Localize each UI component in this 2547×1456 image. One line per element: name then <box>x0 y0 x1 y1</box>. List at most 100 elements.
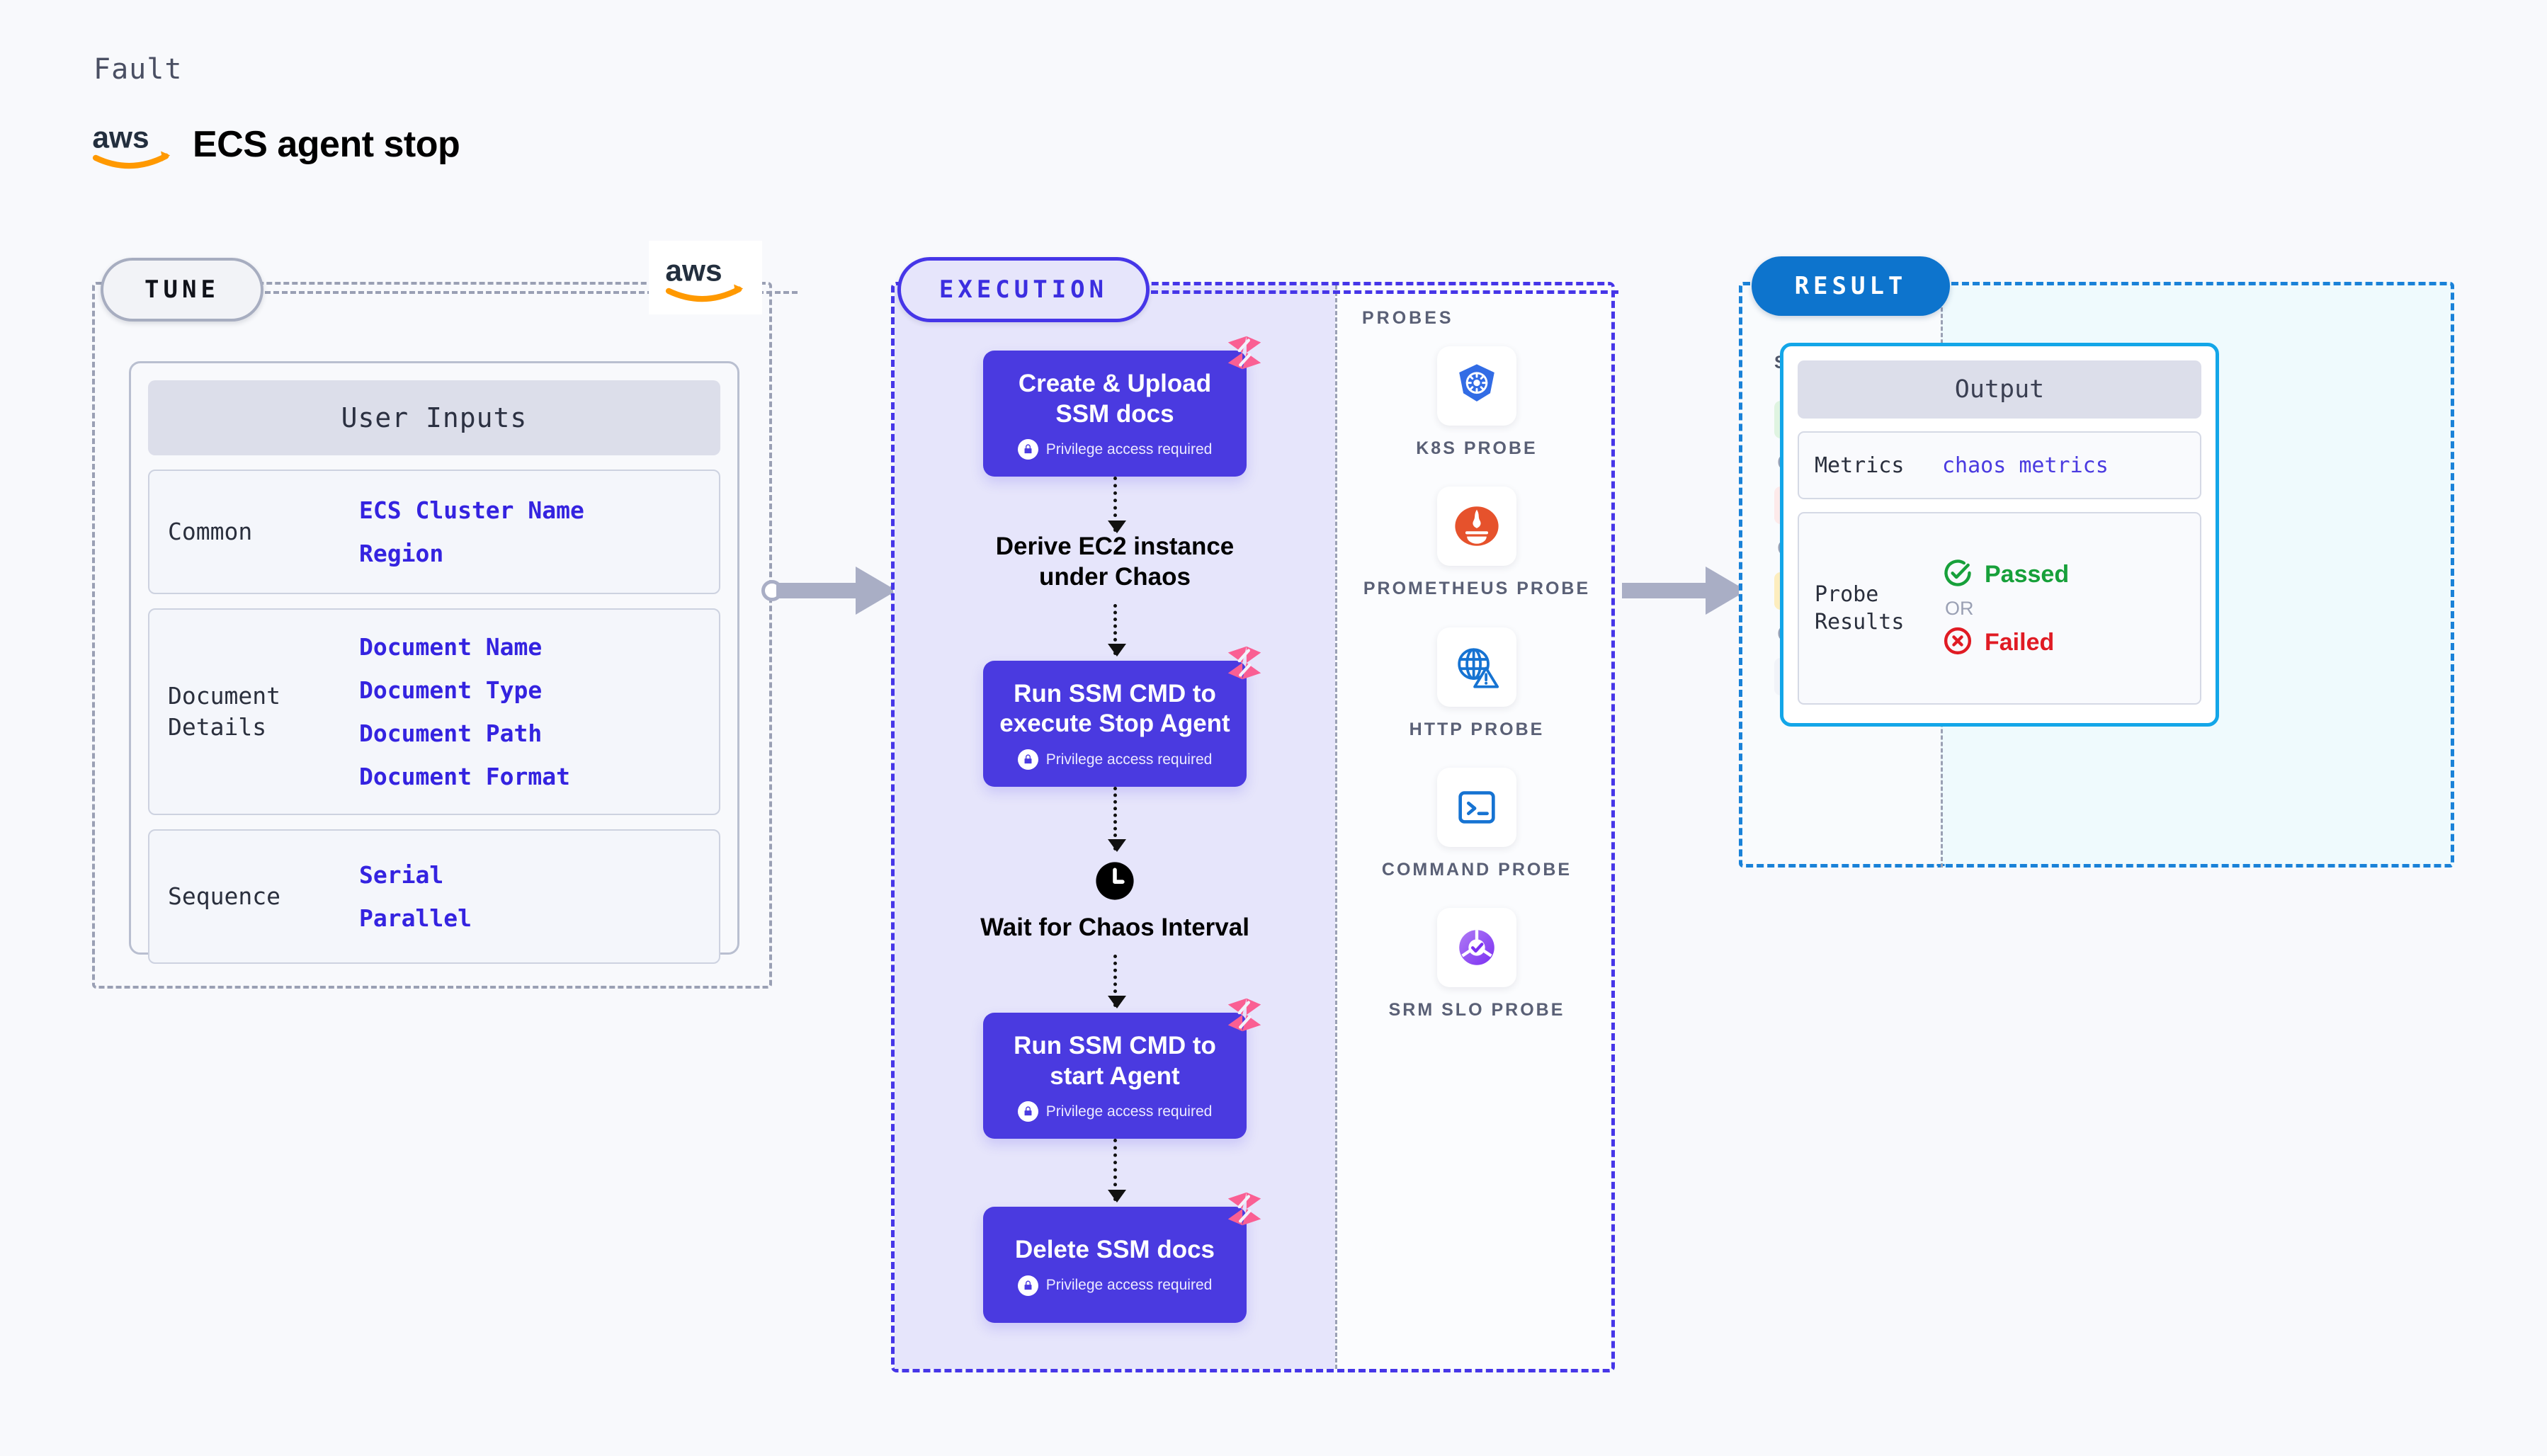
execution-flow: Create & Upload SSM docs Privilege acces… <box>895 336 1335 1323</box>
probe-item-prometheus[interactable]: PROMETHEUS PROBE <box>1335 487 1618 601</box>
arrow-tune-to-execution <box>761 567 911 615</box>
tune-panel: TUNE aws User Inputs Common ECS Cluster … <box>92 241 798 989</box>
terminal-icon <box>1437 767 1516 847</box>
execution-step-create-upload-ssm-docs[interactable]: Create & Upload SSM docs Privilege acces… <box>983 336 1261 477</box>
execution-step-delete-ssm-docs[interactable]: Delete SSM docs Privilege access require… <box>983 1192 1261 1323</box>
step-title: Delete SSM docs <box>1014 1236 1215 1264</box>
tune-pill[interactable]: TUNE <box>101 258 263 322</box>
privilege-text: Privilege access required <box>1045 440 1213 457</box>
harness-chaos-icon <box>1224 332 1265 373</box>
input-value[interactable]: Document Path <box>359 720 543 747</box>
execution-step-wait-for-chaos-interval: Wait for Chaos Interval <box>966 860 1264 943</box>
probe-item-http[interactable]: HTTP PROBE <box>1335 627 1618 742</box>
user-inputs-title: User Inputs <box>148 380 720 455</box>
tune-connector-line <box>265 291 798 294</box>
metrics-label: Metrics <box>1815 453 1905 478</box>
lock-icon <box>1017 749 1038 770</box>
page-title-row: aws ECS agent stop <box>91 119 460 170</box>
step-title: Run SSM CMD to start Agent <box>1014 1031 1216 1090</box>
probe-label: COMMAND PROBE <box>1381 859 1572 880</box>
probe-result-failed: Failed <box>1942 625 2069 660</box>
probe-label: SRM SLO PROBE <box>1388 1000 1565 1020</box>
lock-icon <box>1017 1275 1038 1296</box>
svg-text:aws: aws <box>665 255 722 288</box>
step-title: Wait for Chaos Interval <box>980 914 1249 942</box>
privilege-text: Privilege access required <box>1045 1277 1213 1294</box>
tune-aws-logo-icon: aws <box>649 241 762 314</box>
flow-connector <box>1107 1139 1126 1203</box>
execution-step-derive-ec2-instance: Derive EC2 instance under Chaos <box>966 532 1264 592</box>
probe-label: HTTP PROBE <box>1409 719 1545 739</box>
http-globe-icon <box>1437 627 1516 707</box>
input-row-sequence: Sequence Serial Parallel <box>148 829 720 964</box>
flow-connector <box>1107 603 1126 656</box>
input-row-label: Common <box>168 518 253 546</box>
privilege-text: Privilege access required <box>1045 751 1213 768</box>
page-title: ECS agent stop <box>193 124 460 165</box>
svg-text:aws: aws <box>92 122 149 155</box>
probes-heading: PROBES <box>1362 308 1454 328</box>
input-row-label: Sequence <box>168 882 280 911</box>
result-panel: RESULT STATUS COMPLETED OR ERRORED OR QU… <box>1739 256 2454 868</box>
output-row-metrics: Metrics chaos metrics <box>1798 431 2201 499</box>
probe-result-passed: Passed <box>1942 557 2069 592</box>
probe-item-command[interactable]: COMMAND PROBE <box>1335 767 1618 882</box>
input-value[interactable]: Document Format <box>359 763 571 790</box>
execution-probes-divider <box>1335 285 1337 1369</box>
clock-icon <box>966 860 1264 902</box>
probe-label: PROMETHEUS PROBE <box>1363 579 1591 599</box>
output-title: Output <box>1798 360 2201 419</box>
privilege-note: Privilege access required <box>997 1275 1232 1296</box>
probe-item-srm-slo[interactable]: SRM SLO PROBE <box>1335 908 1618 1023</box>
execution-step-run-ssm-cmd-start-agent[interactable]: Run SSM CMD to start Agent Privilege acc… <box>983 998 1261 1139</box>
fault-eyebrow: Fault <box>93 53 183 86</box>
execution-connector-line <box>1151 290 1618 294</box>
lock-icon <box>1017 439 1038 460</box>
probe-item-k8s[interactable]: K8S PROBE <box>1335 346 1618 461</box>
step-title: Derive EC2 instance under Chaos <box>995 533 1235 591</box>
input-value[interactable]: Document Name <box>359 633 543 661</box>
flow-connector <box>1107 787 1126 853</box>
input-row-common: Common ECS Cluster Name Region <box>148 470 720 594</box>
input-value[interactable]: Parallel <box>359 904 472 932</box>
probes-list: K8S PROBE PROMETHEUS PROBE <box>1335 346 1618 1048</box>
input-row-label: Document Details <box>168 682 280 741</box>
result-pill[interactable]: RESULT <box>1752 256 1950 316</box>
prometheus-icon <box>1437 487 1516 567</box>
step-title: Run SSM CMD to execute Stop Agent <box>999 679 1230 738</box>
privilege-note: Privilege access required <box>997 439 1232 460</box>
output-row-probe-results: Probe Results Passed OR <box>1798 512 2201 705</box>
execution-step-run-ssm-cmd-stop-agent[interactable]: Run SSM CMD to execute Stop Agent Privil… <box>983 646 1261 787</box>
flow-connector <box>1107 477 1126 534</box>
privilege-text: Privilege access required <box>1045 1103 1213 1120</box>
x-circle-icon <box>1942 625 1973 660</box>
lock-icon <box>1017 1101 1038 1122</box>
probe-label: K8S PROBE <box>1416 438 1538 458</box>
harness-chaos-icon <box>1224 642 1265 683</box>
probe-results-label: Probe Results <box>1815 582 1905 635</box>
input-value[interactable]: Serial <box>359 861 444 889</box>
input-row-document-details: Document Details Document Name Document … <box>148 608 720 815</box>
privilege-note: Privilege access required <box>997 1101 1232 1122</box>
passed-label: Passed <box>1985 560 2070 588</box>
execution-panel: EXECUTION Create & Upload SSM docs <box>891 257 1618 1372</box>
step-title: Create & Upload SSM docs <box>1018 370 1212 428</box>
input-value[interactable]: Region <box>359 540 444 567</box>
kubernetes-icon <box>1437 346 1516 426</box>
input-value[interactable]: ECS Cluster Name <box>359 496 584 524</box>
probe-result-or: OR <box>1945 597 1974 619</box>
input-value[interactable]: Document Type <box>359 676 543 704</box>
flow-connector <box>1107 954 1126 1008</box>
metrics-value[interactable]: chaos metrics <box>1942 453 2109 478</box>
privilege-note: Privilege access required <box>997 749 1232 770</box>
user-inputs-card: User Inputs Common ECS Cluster Name Regi… <box>129 361 739 964</box>
output-card: Output Metrics chaos metrics Probe Resul… <box>1780 343 2219 727</box>
execution-pill[interactable]: EXECUTION <box>897 257 1150 322</box>
harness-chaos-icon <box>1224 1188 1265 1229</box>
srm-slo-icon <box>1437 908 1516 987</box>
harness-chaos-icon <box>1224 994 1265 1035</box>
aws-logo-icon: aws <box>91 119 174 170</box>
failed-label: Failed <box>1985 628 2055 656</box>
check-circle-icon <box>1942 557 1973 592</box>
